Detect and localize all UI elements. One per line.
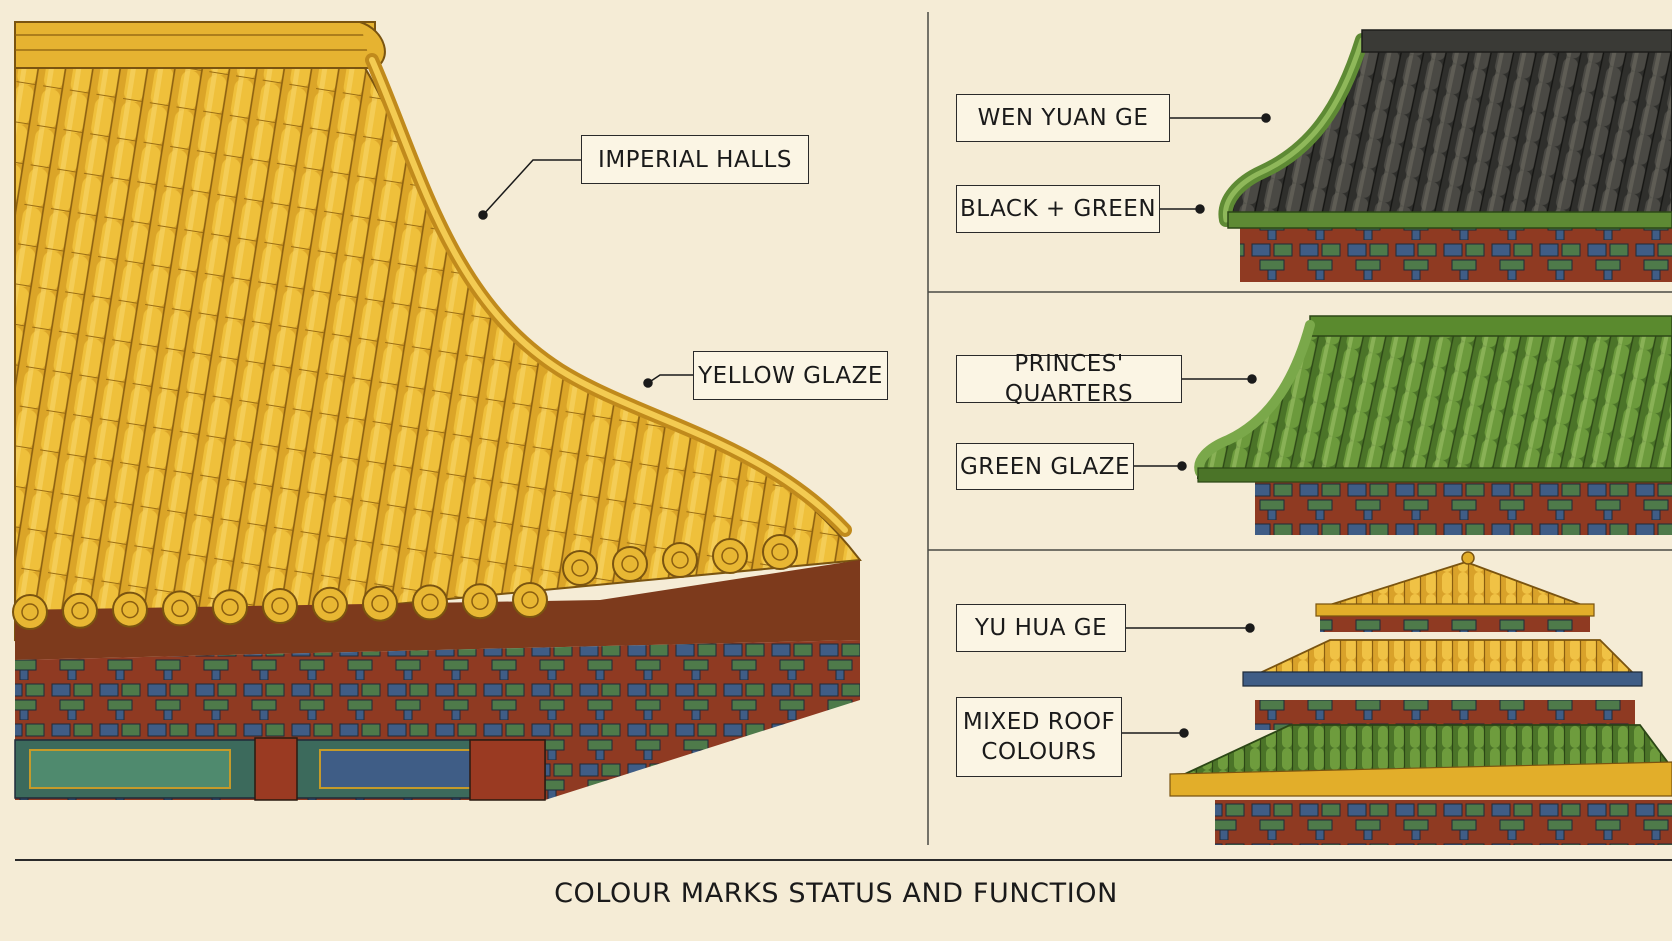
eave-tile-end (562, 550, 598, 586)
eave-tile-end (362, 585, 398, 622)
eave-tile-end (12, 594, 48, 630)
eave-tile-end (62, 592, 98, 629)
eave-tile-end-motif (671, 551, 689, 569)
eave-tile-end-motif (371, 594, 389, 613)
eave-tile-ends (12, 534, 798, 630)
eave-tile-end-motif (171, 599, 189, 618)
eave-tile-end (712, 538, 748, 574)
yu-hua-ge-leader-dot (1245, 623, 1255, 633)
green-glaze-leader-dot (1177, 461, 1187, 471)
mixed-roof-colours-label: MIXED ROOF COLOURS (956, 697, 1122, 777)
green-glaze-label: GREEN GLAZE (956, 443, 1134, 490)
eave-tile-end (662, 542, 698, 578)
eave-tile-end-motif (71, 602, 89, 620)
princes-quarters-label: PRINCES' QUARTERS (956, 351, 1182, 407)
eave-tile-end (412, 584, 448, 621)
yellow-glaze-label: YELLOW GLAZE (693, 351, 888, 400)
eave-tile-end (512, 582, 548, 618)
eave-tile-end-motif (321, 596, 339, 614)
yu-hua-ge-pavilion-illustration (1169, 551, 1672, 845)
eave-tile-end (312, 586, 348, 623)
wen-yuan-ge-leader-dot (1261, 113, 1271, 123)
wen-yuan-ge-label: WEN YUAN GE (956, 94, 1170, 142)
eave-tile-end-motif (621, 555, 639, 573)
eave-tile-end-motif (521, 591, 539, 609)
eave-tile-end-motif (271, 597, 289, 615)
princes-quarters-roof-illustration (1194, 315, 1672, 535)
imperial-halls-label: IMPERIAL HALLS (581, 135, 809, 184)
eave-tile-end-motif (421, 593, 439, 612)
eave-tile-end-motif (121, 600, 139, 619)
eave-tile-end-motif (221, 598, 239, 616)
imperial-halls-leader (482, 159, 581, 216)
mixed-roof-colours-leader-dot (1179, 728, 1189, 738)
princes-quarters-leader-dot (1247, 374, 1257, 384)
eave-tile-end (462, 583, 498, 620)
eave-tile-end-motif (771, 543, 789, 561)
yellow-glaze-leader-dot (643, 378, 653, 388)
eave-tile-end-motif (571, 559, 589, 577)
eave-tile-end (162, 590, 198, 627)
yu-hua-ge-label: YU HUA GE (956, 604, 1126, 652)
eave-tile-end (612, 546, 648, 582)
callout-leader-lines (478, 113, 1271, 738)
eave-tile-end-motif (21, 603, 39, 621)
eave-tile-end (262, 588, 298, 624)
diagram-caption: COLOUR MARKS STATUS AND FUNCTION (554, 878, 1118, 909)
imperial-halls-leader-dot (478, 210, 488, 220)
wen-yuan-ge-roof-illustration (1218, 29, 1672, 282)
eave-tile-end (112, 591, 148, 628)
black-green-label: BLACK + GREEN (956, 185, 1160, 233)
yellow-glaze-leader (647, 374, 693, 384)
black-green-leader-dot (1195, 204, 1205, 214)
eave-tile-end-motif (471, 592, 489, 610)
eave-tile-end (762, 534, 798, 570)
eave-tile-end (212, 589, 248, 626)
eave-tile-end-motif (721, 547, 739, 565)
